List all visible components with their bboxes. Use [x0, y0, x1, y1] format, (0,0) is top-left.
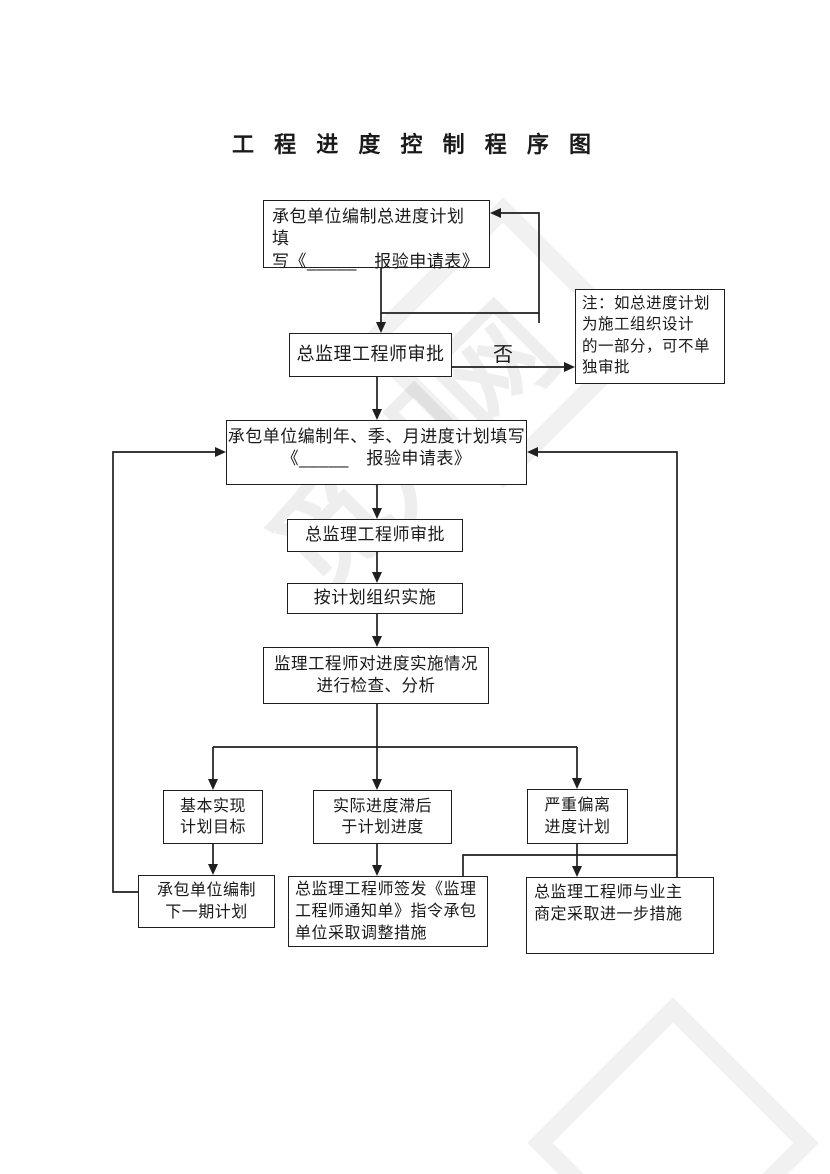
node-text: 进度计划	[544, 818, 611, 836]
node-implement-per-plan: 按计划组织实施	[287, 583, 463, 614]
node-text: 承包单位编制	[156, 882, 256, 900]
edge-label-no: 否	[493, 344, 513, 366]
node-agree-further-measures: 总监理工程师与业主 商定采取进一步措施	[526, 877, 714, 954]
node-text: 实际进度滞后	[332, 797, 432, 815]
node-check-analyze-progress: 监理工程师对进度实施情况 进行检查、分析	[263, 647, 489, 704]
node-text: 工程师通知单》指令承包	[295, 903, 477, 921]
node-chief-engineer-approval-2: 总监理工程师审批	[287, 519, 463, 552]
node-text: 写《_____ 报验申请表》	[272, 251, 480, 271]
node-progress-lagging: 实际进度滞后 于计划进度	[313, 790, 452, 844]
node-text: 注：如总进度计划	[582, 295, 711, 312]
node-text: 单位采取调整措施	[295, 925, 428, 943]
node-prepare-periodic-plan: 承包单位编制年、季、月进度计划填写 《_____ 报验申请表》	[226, 420, 527, 485]
node-text: 进行检查、分析	[316, 676, 436, 695]
node-text: 承包单位编制年、季、月进度计划填写	[227, 427, 526, 446]
node-note-remark: 注：如总进度计划 为施工组织设计 的一部分，可不单 独审批	[575, 289, 725, 384]
node-chief-engineer-approval-1: 总监理工程师审批	[289, 333, 452, 377]
node-text: 总监理工程师与业主	[534, 884, 683, 901]
node-issue-notice-adjust: 总监理工程师签发《监理 工程师通知单》指令承包 单位采取调整措施	[288, 876, 488, 947]
node-text: 严重偏离	[544, 797, 611, 815]
node-serious-deviation: 严重偏离 进度计划	[527, 789, 628, 844]
node-text: 总监理工程师审批	[296, 344, 445, 365]
node-text: 商定采取进一步措施	[534, 905, 683, 923]
node-text: 独审批	[582, 359, 631, 377]
node-text: 《_____ 报验申请表》	[281, 449, 472, 469]
node-text: 承包单位编制总进度计划填	[272, 207, 465, 249]
node-text: 下一期计划	[165, 903, 248, 921]
node-text: 按计划组织实施	[313, 588, 437, 608]
node-text: 为施工组织设计	[582, 316, 695, 334]
node-goal-basically-achieved: 基本实现 计划目标	[163, 790, 263, 844]
node-text: 于计划进度	[341, 819, 424, 836]
node-prepare-next-period-plan: 承包单位编制 下一期计划	[138, 875, 275, 928]
node-text: 基本实现	[179, 797, 246, 815]
node-text: 监理工程师对进度实施情况	[274, 654, 478, 673]
node-text: 计划目标	[179, 819, 246, 836]
node-text: 的一部分，可不单	[582, 337, 711, 355]
node-text: 总监理工程师审批	[305, 525, 445, 545]
page-title: 工 程 进 度 控 制 程 序 图	[232, 132, 598, 157]
node-text: 总监理工程师签发《监理	[295, 881, 477, 898]
node-prepare-overall-plan: 承包单位编制总进度计划填 写《_____ 报验申请表》	[263, 200, 490, 271]
